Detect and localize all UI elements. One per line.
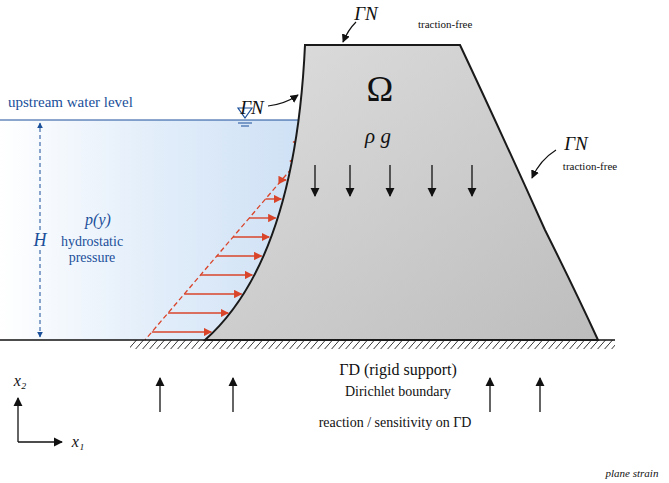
pressure-arrow — [265, 198, 281, 199]
pressure-arrow — [184, 293, 241, 294]
view-note: plane strain — [606, 467, 659, 480]
domain-symbol: Ω — [367, 69, 394, 110]
boundary-note: traction-free — [563, 160, 617, 173]
axis-x2 — [17, 398, 18, 442]
boundary-pointer — [343, 22, 356, 42]
body-force-label: ρ g — [365, 124, 391, 148]
pressure-arrow — [233, 236, 269, 237]
height-symbol: H — [34, 230, 47, 251]
boundary-label: ΓN — [240, 97, 263, 119]
gravity-arrow — [349, 165, 350, 196]
reaction-arrow — [232, 378, 233, 412]
boundary-pointer — [532, 150, 556, 178]
pressure-arrow — [201, 274, 253, 275]
pressure-symbol: p(y) — [85, 211, 111, 229]
pressure-label: hydrostatic pressure — [52, 234, 132, 266]
dam-shape — [205, 45, 598, 340]
pressure-arrow — [217, 255, 262, 256]
gravity-arrow — [314, 165, 315, 196]
boundary-pointer — [268, 95, 298, 106]
axis-label: x₁ — [72, 433, 85, 451]
dirichlet-label: Dirichlet boundary — [345, 384, 451, 400]
water-level-tick — [241, 126, 249, 127]
water-surface — [0, 119, 298, 120]
ground-hatch — [130, 340, 615, 349]
axis-x1 — [18, 441, 62, 442]
height-dimension — [40, 250, 41, 337]
water-level-label: upstream water level — [8, 94, 133, 111]
boundary-label: ΓN — [354, 3, 377, 25]
water-level-tick — [238, 123, 252, 124]
gravity-arrow — [431, 165, 432, 196]
dam-body: Ωρ g — [200, 40, 605, 345]
reaction-label: reaction / sensitivity on ΓD — [319, 415, 472, 431]
dirichlet-label: ΓD (rigid support) — [339, 361, 457, 379]
boundary-label: ΓN — [564, 133, 587, 155]
pressure-arrow — [168, 312, 228, 313]
reaction-arrow — [159, 378, 160, 412]
boundary-note: traction-free — [418, 18, 472, 31]
reaction-arrow — [489, 378, 490, 412]
reaction-arrow — [539, 378, 540, 412]
pressure-arrow — [282, 179, 286, 180]
gravity-arrow — [471, 165, 472, 196]
axis-label: x₂ — [14, 372, 27, 390]
pressure-arrow — [249, 217, 275, 218]
gravity-arrow — [389, 165, 390, 196]
pressure-arrow — [152, 331, 212, 332]
dam-outline — [200, 40, 605, 345]
height-dimension — [40, 123, 41, 230]
